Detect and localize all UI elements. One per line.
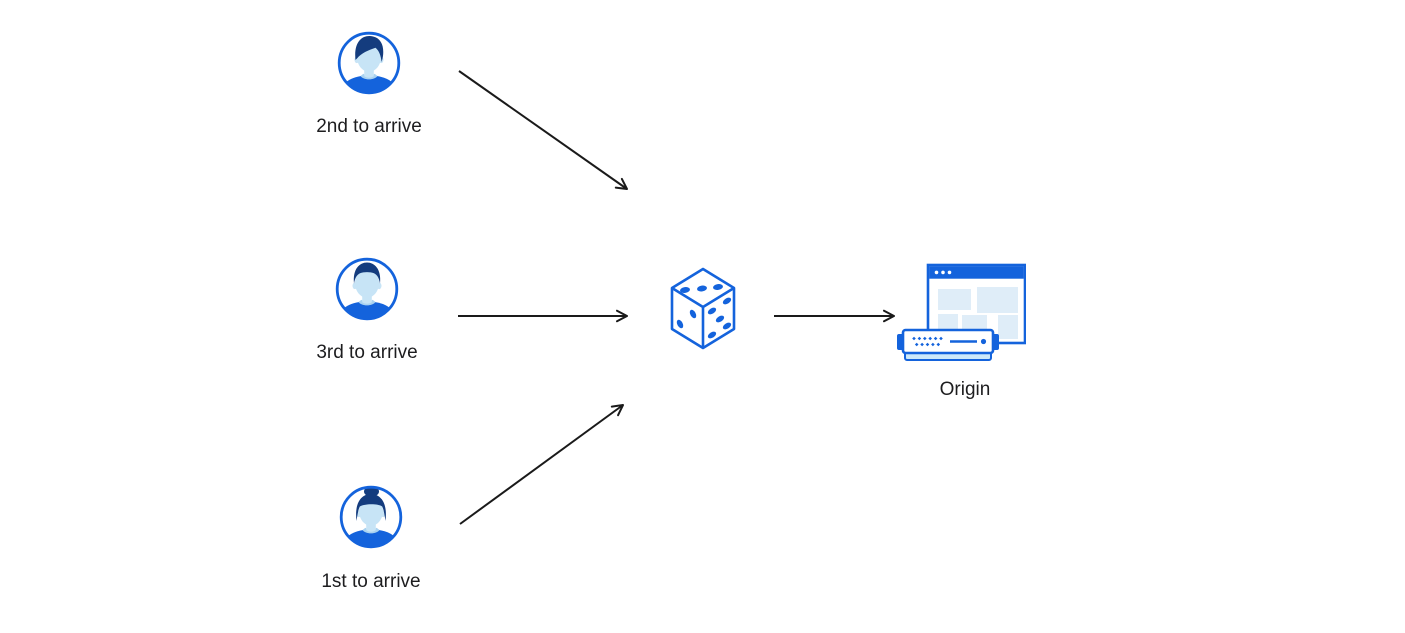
randomizer-node xyxy=(670,267,736,356)
server-indicator-light xyxy=(980,338,987,345)
origin-server-icon xyxy=(897,263,1027,361)
dice-top-pips xyxy=(680,284,723,293)
dice-right-pips xyxy=(707,297,732,339)
server-rack-icon xyxy=(897,328,999,361)
arrow-visitor2-to-dice xyxy=(458,70,628,190)
dice-left-pips xyxy=(676,309,697,329)
window-controls-dots-icon xyxy=(934,270,952,275)
origin-label: Origin xyxy=(939,379,991,400)
dice-edges xyxy=(671,286,735,348)
arrow-visitor1-to-dice xyxy=(459,404,624,525)
visitor-label: 2nd to arrive xyxy=(316,116,422,137)
visitor-label: 3rd to arrive xyxy=(316,342,418,363)
visitor-node-3rd: 3rd to arrive xyxy=(316,256,418,363)
visitor-node-2nd: 2nd to arrive xyxy=(316,30,422,137)
hair xyxy=(356,494,386,521)
visitor-label: 1st to arrive xyxy=(321,571,421,592)
user-avatar-male-swept-icon xyxy=(337,31,401,95)
hair xyxy=(355,35,384,62)
user-avatar-male-short-icon xyxy=(335,257,399,321)
hair xyxy=(353,262,381,284)
dice-icon xyxy=(670,267,736,350)
face xyxy=(355,269,379,298)
visitor-node-1st: 1st to arrive xyxy=(321,484,421,592)
hair-bun xyxy=(364,487,379,497)
page-content-blocks xyxy=(938,287,1018,339)
origin-node: Origin xyxy=(894,262,1027,400)
user-avatar-female-bun-icon xyxy=(339,485,403,549)
